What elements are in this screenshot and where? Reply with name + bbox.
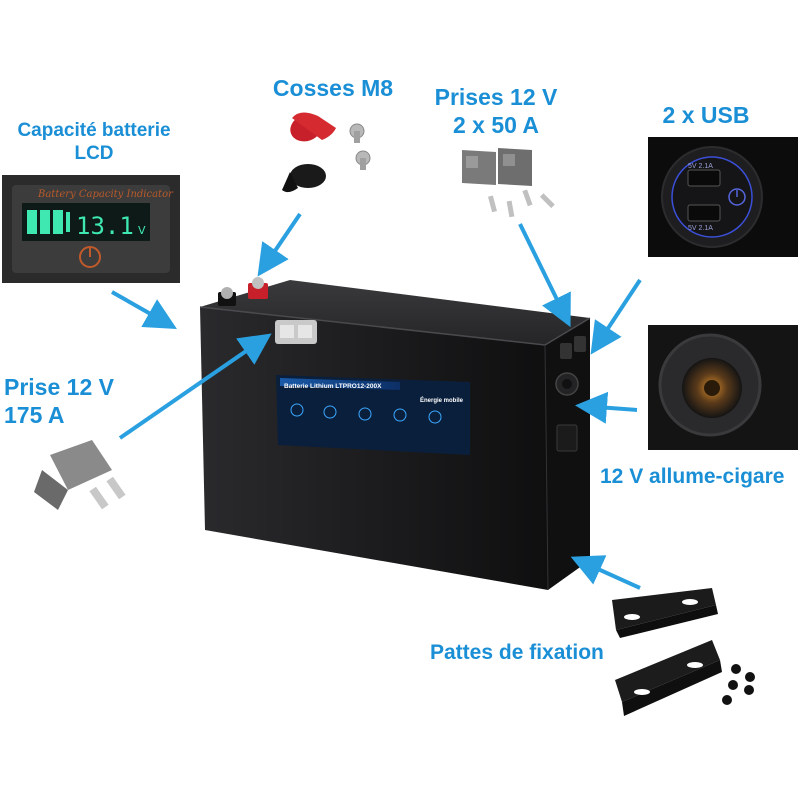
- usb-power-icon: [728, 188, 746, 206]
- label-prise175-line2: 175 A: [4, 401, 65, 428]
- usb-port-top-label: 5V 2.1A: [688, 163, 713, 170]
- label-cosses-m8: Cosses M8: [272, 75, 394, 101]
- cosses-m8-image: [282, 112, 371, 193]
- panel-title: Batterie Lithium LTPRO12-200X: [284, 383, 382, 390]
- front-anderson-socket: [275, 320, 317, 344]
- side-anderson-ports: [555, 336, 586, 452]
- arrow-cigarette: [575, 391, 638, 424]
- pattes-fixation-image: [612, 588, 755, 716]
- label-allume-cigare: 12 V allume-cigare: [600, 465, 785, 488]
- usb-port-bottom: [687, 204, 721, 222]
- prise-175a-image: [34, 440, 126, 510]
- usb-port-bottom-label: 5V 2.1A: [688, 225, 713, 232]
- usb-inset: 5V 2.1A 5V 2.1A: [648, 137, 798, 257]
- label-prise175-line1: Prise 12 V: [4, 374, 114, 400]
- label-prises-line2: 2 x 50 A: [452, 111, 540, 138]
- arrow-cosses: [257, 212, 302, 277]
- lcd-capacity-inset: Battery Capacity Indicator 13.1 V: [2, 175, 180, 283]
- arrow-prises-50a: [518, 223, 571, 328]
- callout-arrows: [111, 212, 642, 590]
- arrow-usb: [590, 278, 642, 355]
- arrow-lcd: [111, 290, 177, 329]
- cigarette-lighter-inset: [648, 325, 798, 450]
- lcd-voltage: 13.1: [76, 212, 134, 240]
- battery-terminals: [218, 277, 268, 306]
- lcd-unit: V: [138, 224, 146, 237]
- label-2x-usb: 2 x USB: [662, 102, 750, 128]
- label-prise-12v-175a: Prise 12 V 175 A: [4, 374, 140, 429]
- label-capacite-batterie-lcd: Capacité batterie LCD: [6, 120, 182, 166]
- label-prises-12v: Prises 12 V 2 x 50 A: [428, 84, 564, 139]
- label-pattes-de-fixation: Pattes de fixation: [430, 641, 604, 664]
- label-prises-line1: Prises 12 V: [434, 84, 558, 110]
- label-capacity-line2: LCD: [74, 142, 114, 164]
- label-capacity-line1: Capacité batterie: [17, 120, 171, 141]
- panel-brand: Énergie mobile: [420, 396, 464, 404]
- usb-port-top: [687, 169, 721, 187]
- battery-front-panel: Batterie Lithium LTPRO12-200X Énergie mo…: [276, 375, 470, 455]
- power-icon: [79, 246, 101, 268]
- arrow-pattes: [570, 555, 641, 590]
- prises-50a-image: [462, 148, 555, 218]
- arrow-prise-175a: [118, 333, 272, 440]
- lcd-header: Battery Capacity Indicator: [37, 189, 174, 200]
